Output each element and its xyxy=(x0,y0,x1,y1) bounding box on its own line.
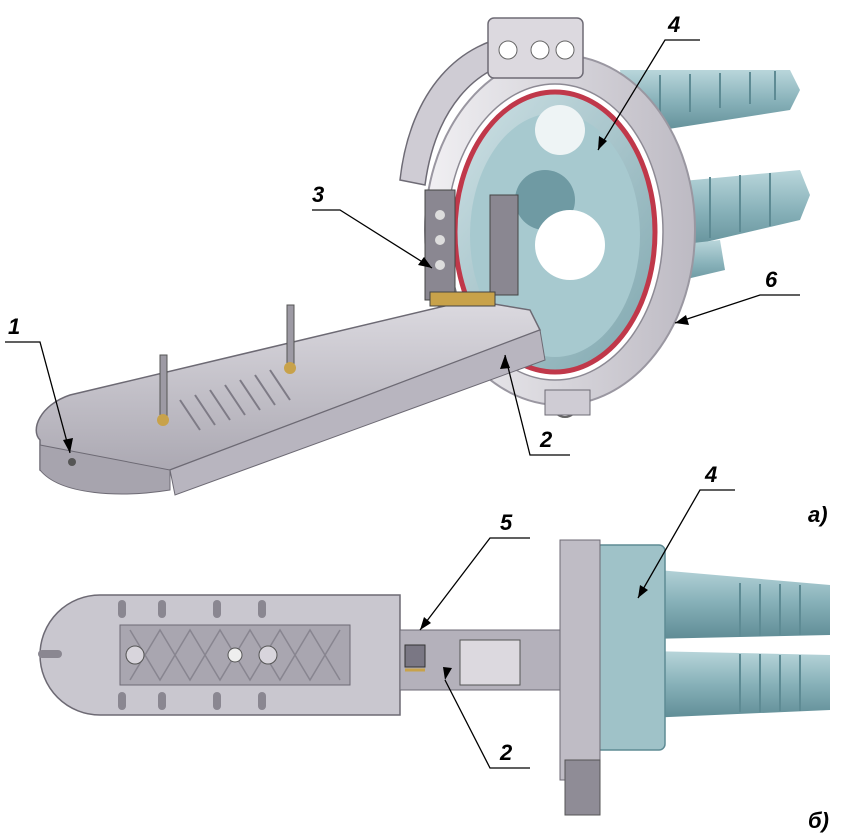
callout-1: 1 xyxy=(8,314,20,339)
callout-5: 5 xyxy=(500,510,513,535)
splice-tray xyxy=(35,299,546,496)
housing-endcap xyxy=(594,544,666,751)
panel-label-a: а) xyxy=(808,502,828,527)
callout-2-top: 2 xyxy=(539,427,553,452)
leader-lines xyxy=(5,39,800,769)
callout-2-bottom: 2 xyxy=(499,740,513,765)
leader-arrowheads xyxy=(63,136,689,680)
callout-4-bottom: 4 xyxy=(704,462,717,487)
panel-label-b: б) xyxy=(808,808,829,833)
callout-6: 6 xyxy=(765,267,778,292)
panel-b-illustration xyxy=(38,539,830,816)
splice-tray-bottom xyxy=(38,594,561,716)
mounting-bracket xyxy=(424,189,519,307)
callout-4-top: 4 xyxy=(667,12,680,37)
callout-3: 3 xyxy=(312,182,324,207)
panel-a-illustration xyxy=(35,17,810,496)
housing-flange xyxy=(559,539,601,781)
